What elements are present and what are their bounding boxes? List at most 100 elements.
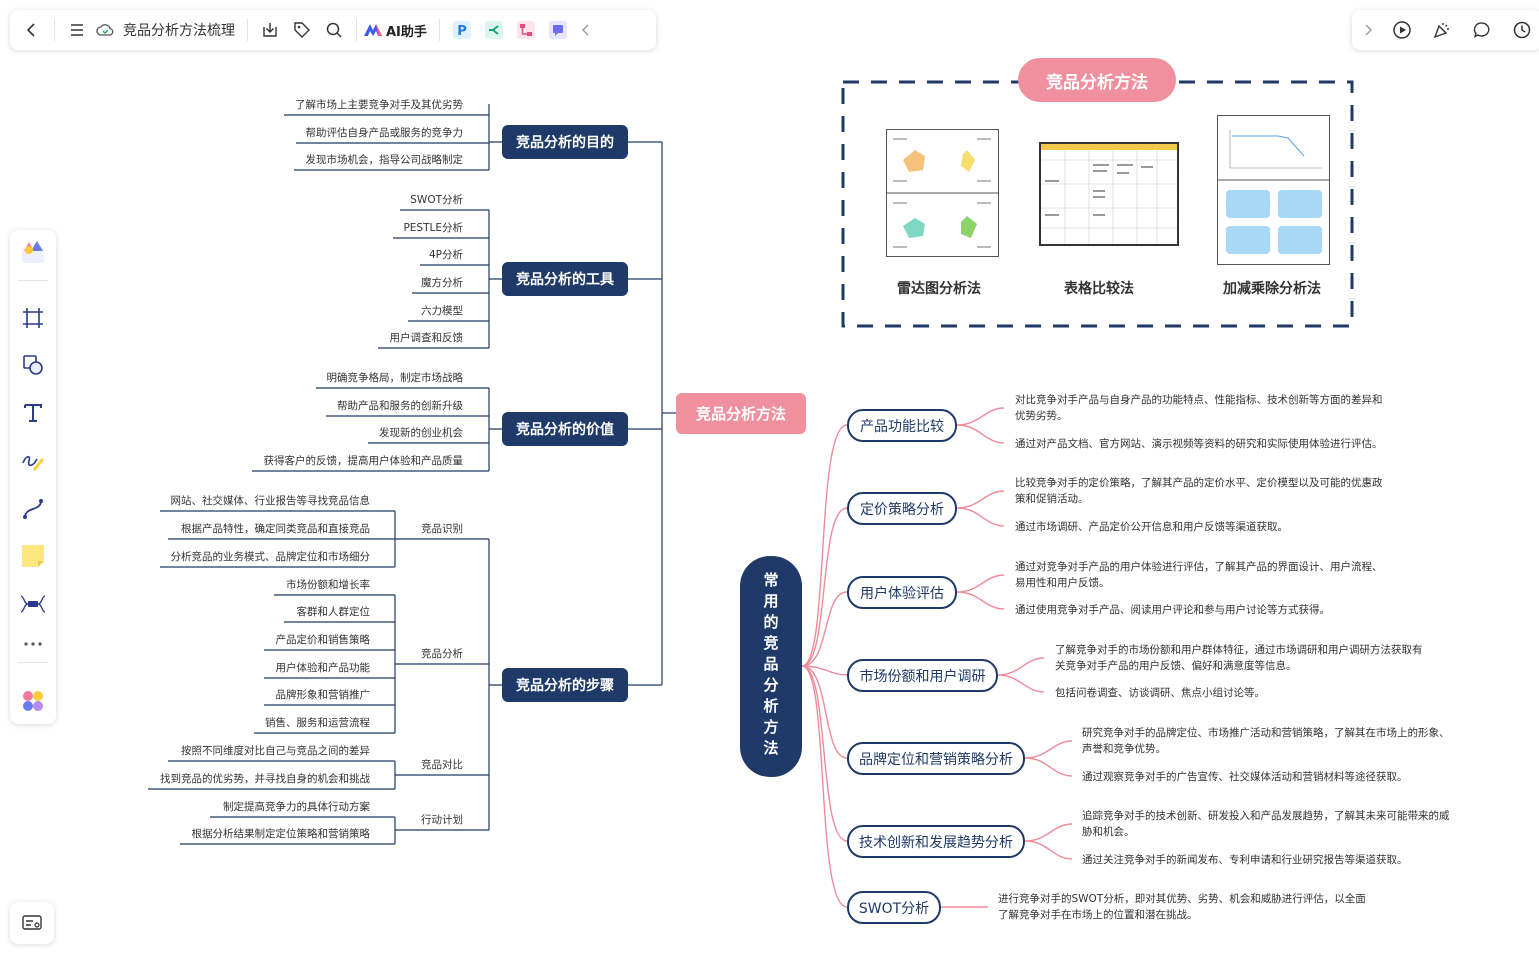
plus-minus-analysis-thumbnail[interactable]: [1217, 115, 1330, 265]
history-icon[interactable]: [1506, 14, 1538, 46]
leaf-tool-2[interactable]: PESTLE分析: [403, 222, 463, 234]
branch-purpose[interactable]: 竞品分析的目的: [502, 125, 628, 159]
table-comparison-thumbnail[interactable]: [1039, 142, 1179, 246]
detail-branding-1[interactable]: 研究竞争对手的品牌定位、市场推广活动和营销策略，了解其在市场上的形象、声誉和竞争…: [1082, 727, 1450, 755]
leaf-analyze-4[interactable]: 用户体验和产品功能: [275, 662, 371, 674]
back-icon[interactable]: [16, 14, 48, 46]
detail-user-experience-2[interactable]: 通过使用竞争对手产品、阅读用户评论和参与用户讨论等方式获得。: [1015, 604, 1330, 616]
leaf-tool-3[interactable]: 4P分析: [428, 249, 463, 261]
leaf-action-2[interactable]: 根据分析结果制定定位策略和营销策略: [191, 828, 371, 840]
method-user-experience[interactable]: 用户体验评估: [847, 576, 957, 609]
collapse-toolbar-icon[interactable]: [574, 14, 598, 46]
comment-plugin-icon[interactable]: [542, 14, 574, 46]
method-caption-table: 表格比较法: [1064, 281, 1134, 297]
shape-tool-icon[interactable]: [17, 349, 49, 381]
leaf-analyze-3[interactable]: 产品定价和销售策略: [275, 634, 371, 646]
menu-icon[interactable]: [61, 14, 93, 46]
leaf-value-2[interactable]: 帮助产品和服务的创新升级: [337, 400, 463, 412]
leaf-compare-2[interactable]: 找到竞品的优劣势，并寻找自身的机会和挑战: [160, 773, 370, 785]
leaf-tool-4[interactable]: 魔方分析: [421, 277, 463, 289]
leaf-analyze-2[interactable]: 客群和人群定位: [296, 606, 371, 618]
group-action[interactable]: 行动计划: [421, 814, 463, 826]
detail-market-share-2[interactable]: 包括问卷调查、访谈调研、焦点小组讨论等。: [1055, 687, 1265, 699]
frame-tool-icon[interactable]: [17, 302, 49, 334]
leaf-identify-3[interactable]: 分析竞品的业务模式、品牌定位和市场细分: [170, 551, 371, 563]
method-swot[interactable]: SWOT分析: [847, 891, 941, 924]
method-branding[interactable]: 品牌定位和营销策略分析: [847, 742, 1025, 775]
flowchart-plugin-icon[interactable]: [510, 14, 542, 46]
mindmap-plugin-icon[interactable]: [478, 14, 510, 46]
method-product-function[interactable]: 产品功能比较: [847, 409, 957, 442]
connector-tool-icon[interactable]: [17, 493, 49, 525]
leaf-value-4[interactable]: 获得客户的反馈，提高用户体验和产品质量: [263, 455, 464, 467]
sticky-note-icon[interactable]: [17, 540, 49, 572]
detail-user-experience-1[interactable]: 通过对竞争对手产品的用户体验进行评估，了解其产品的界面设计、用户流程、易用性和用…: [1015, 561, 1383, 589]
detail-branding-2[interactable]: 通过观察竞争对手的广告宣传、社交媒体活动和营销材料等途径获取。: [1082, 771, 1408, 783]
detail-product-function-2[interactable]: 通过对产品文档、官方网站、演示视频等资料的研究和实际使用体验进行评估。: [1015, 438, 1383, 450]
detail-swot-1[interactable]: 进行竞争对手的SWOT分析，即对其优势、劣势、机会和威胁进行评估，以全面了解竞争…: [998, 893, 1366, 921]
minimap-button[interactable]: [10, 902, 54, 944]
group-analyze[interactable]: 竞品分析: [421, 648, 463, 660]
detail-market-share-1[interactable]: 了解竞争对手的市场份额和用户群体特征，通过市场调研和用户调研方法获取有关竞争对手…: [1055, 644, 1423, 672]
top-left-toolbar: 竞品分析方法梳理 AI助手 P: [10, 10, 656, 50]
detail-tech-trend-1[interactable]: 追踪竞争对手的技术创新、研发投入和产品发展趋势，了解其未来可能带来的威胁和机会。: [1082, 810, 1450, 838]
detail-product-function-1[interactable]: 对比竞争对手产品与自身产品的功能特点、性能指标、技术创新等方面的差异和优势劣势。: [1015, 394, 1383, 422]
ai-assistant-label: AI助手: [386, 24, 427, 40]
methods-box-title[interactable]: 竞品分析方法: [1018, 58, 1176, 102]
search-icon[interactable]: [318, 14, 350, 46]
template-library-icon[interactable]: [17, 236, 49, 268]
ai-assistant-button[interactable]: AI助手: [363, 21, 427, 40]
mindmap-tool-icon[interactable]: [17, 588, 49, 620]
leaf-tool-1[interactable]: SWOT分析: [410, 194, 463, 206]
apps-icon[interactable]: [17, 685, 49, 717]
radar-chart-thumbnail[interactable]: [886, 129, 999, 257]
leaf-value-1[interactable]: 明确竞争格局，制定市场战略: [326, 372, 464, 384]
group-identify[interactable]: 竞品识别: [421, 523, 463, 535]
leaf-action-1[interactable]: 制定提高竞争力的具体行动方案: [223, 801, 370, 813]
text-tool-icon[interactable]: [17, 397, 49, 429]
group-compare[interactable]: 竞品对比: [421, 759, 463, 771]
leaf-purpose-2[interactable]: 帮助评估自身产品或服务的竞争力: [305, 127, 464, 139]
branch-tools[interactable]: 竞品分析的工具: [502, 262, 628, 296]
detail-pricing-1[interactable]: 比较竞争对手的定价策略，了解其产品的定价水平、定价模型以及可能的优惠政策和促销活…: [1015, 477, 1383, 505]
method-caption-plus-minus: 加减乘除分析法: [1223, 281, 1321, 297]
cloud-sync-icon: [93, 14, 117, 46]
branch-value[interactable]: 竞品分析的价值: [502, 412, 628, 446]
tag-icon[interactable]: [286, 14, 318, 46]
leaf-analyze-6[interactable]: 销售、服务和运营流程: [265, 717, 370, 729]
detail-tech-trend-2[interactable]: 通过关注竞争对手的新闻发布、专利申请和行业研究报告等渠道获取。: [1082, 854, 1408, 866]
leaf-purpose-3[interactable]: 发现市场机会，指导公司战略制定: [305, 154, 464, 166]
document-title[interactable]: 竞品分析方法梳理: [123, 23, 235, 39]
toolbar-divider: [356, 19, 357, 41]
more-tools-icon[interactable]: [17, 628, 49, 660]
radar-thumbnail-graphic: [887, 138, 998, 248]
leaf-analyze-1[interactable]: 市场份额和增长率: [286, 579, 370, 591]
detail-pricing-2[interactable]: 通过市场调研、产品定价公开信息和用户反馈等渠道获取。: [1015, 521, 1288, 533]
central-topic-node[interactable]: 竞品分析方法: [676, 393, 806, 434]
plugin-p-icon[interactable]: P: [446, 14, 478, 46]
leaf-identify-1[interactable]: 网站、社交媒体、行业报告等寻找竞品信息: [170, 495, 371, 507]
common-methods-root-node[interactable]: 常用的竞品分析方法: [740, 556, 802, 777]
sidebar-divider: [18, 662, 48, 663]
expand-toolbar-icon[interactable]: [1354, 14, 1382, 46]
comment-icon[interactable]: [1466, 14, 1498, 46]
leaf-analyze-5[interactable]: 品牌形象和营销推广: [275, 689, 371, 701]
present-play-icon[interactable]: [1386, 14, 1418, 46]
leaf-value-3[interactable]: 发现新的创业机会: [379, 427, 463, 439]
download-icon[interactable]: [254, 14, 286, 46]
leaf-tool-5[interactable]: 六力模型: [421, 305, 463, 317]
method-market-share[interactable]: 市场份额和用户调研: [847, 659, 998, 692]
celebrate-icon[interactable]: [1426, 14, 1458, 46]
method-pricing[interactable]: 定价策略分析: [847, 492, 957, 525]
leaf-compare-1[interactable]: 按照不同维度对比自己与竞品之间的差异: [181, 745, 370, 757]
pen-tool-icon[interactable]: [17, 445, 49, 477]
method-tech-trend[interactable]: 技术创新和发展趋势分析: [847, 825, 1025, 858]
branch-steps[interactable]: 竞品分析的步骤: [502, 668, 628, 702]
svg-text:P: P: [457, 24, 467, 39]
leaf-identify-2[interactable]: 根据产品特性，确定同类竞品和直接竞品: [181, 523, 370, 535]
leaf-tool-6[interactable]: 用户调查和反馈: [389, 332, 464, 344]
left-tool-sidebar: [10, 230, 56, 724]
toolbar-divider: [54, 19, 55, 41]
leaf-purpose-1[interactable]: 了解市场上主要竞争对手及其优劣势: [295, 99, 463, 111]
